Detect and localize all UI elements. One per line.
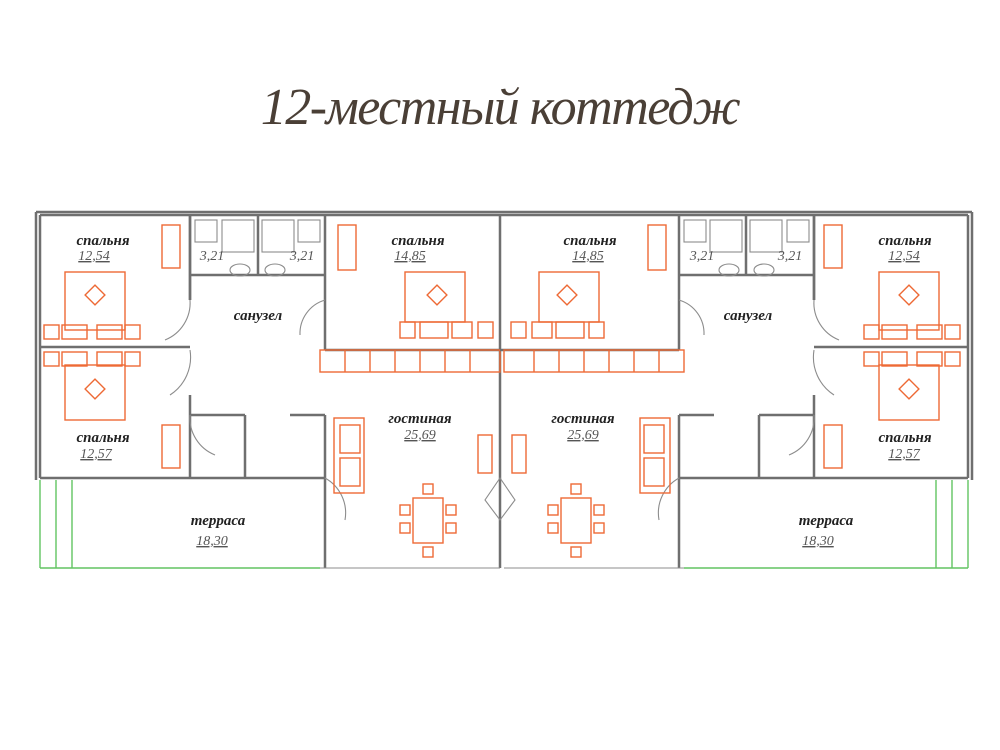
plan-title: 12-местный коттедж <box>260 79 741 136</box>
room-area: 14,85 <box>572 249 604 264</box>
room-name: гостиная <box>551 411 615 427</box>
room-name: санузел <box>724 308 773 324</box>
room-area: 12,54 <box>888 249 920 264</box>
left-unit <box>34 210 516 569</box>
room-area: 18,30 <box>802 534 834 549</box>
room-area: 12,54 <box>78 249 110 264</box>
room-area: 3,21 <box>289 249 315 264</box>
room-area: 14,85 <box>394 249 426 264</box>
room-name: спальня <box>76 233 129 249</box>
room-area: 25,69 <box>404 428 436 443</box>
room-area: 3,21 <box>689 249 715 264</box>
room-name: спальня <box>563 233 616 249</box>
room-area: 3,21 <box>777 249 803 264</box>
room-name: спальня <box>878 233 931 249</box>
room-name: терраса <box>191 513 246 529</box>
room-name: санузел <box>234 308 283 324</box>
room-name: спальня <box>878 430 931 446</box>
room-area: 12,57 <box>888 447 921 462</box>
room-name: спальня <box>391 233 444 249</box>
room-area: 3,21 <box>199 249 225 264</box>
right-unit <box>500 210 974 569</box>
room-name: спальня <box>76 430 129 446</box>
room-area: 18,30 <box>196 534 228 549</box>
room-name: терраса <box>799 513 854 529</box>
room-area: 25,69 <box>567 428 599 443</box>
room-name: гостиная <box>388 411 452 427</box>
room-area: 12,57 <box>80 447 113 462</box>
